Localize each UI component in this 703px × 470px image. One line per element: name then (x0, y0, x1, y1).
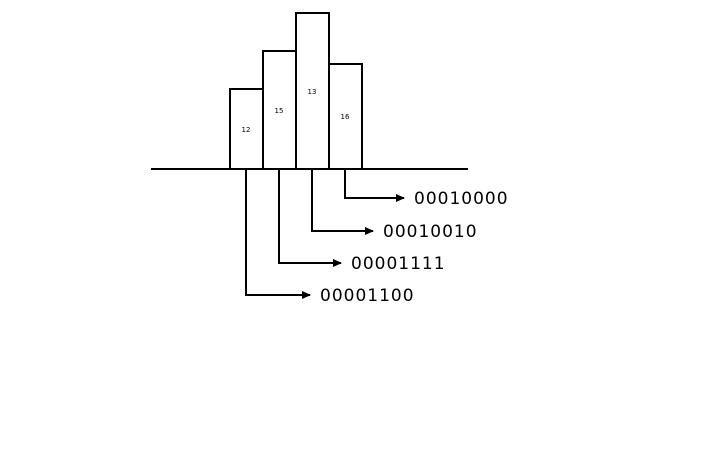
connector-bar-2 (278, 169, 342, 267)
bar-2-label: 15 (275, 107, 284, 115)
bar-4-label: 16 (341, 113, 350, 121)
bar-2 (262, 50, 297, 170)
binary-label-bar-1: 00001100 (320, 286, 415, 306)
binary-label-bar-2: 00001111 (351, 254, 446, 274)
connector-bar-1 (245, 169, 311, 299)
connector-bar-4 (344, 169, 405, 202)
bar-1-label: 12 (242, 126, 251, 134)
binary-label-bar-3: 00010010 (383, 222, 478, 242)
bar-3-label: 13 (308, 88, 317, 96)
connector-bar-3 (311, 169, 374, 235)
binary-label-bar-4: 00010000 (414, 189, 509, 209)
